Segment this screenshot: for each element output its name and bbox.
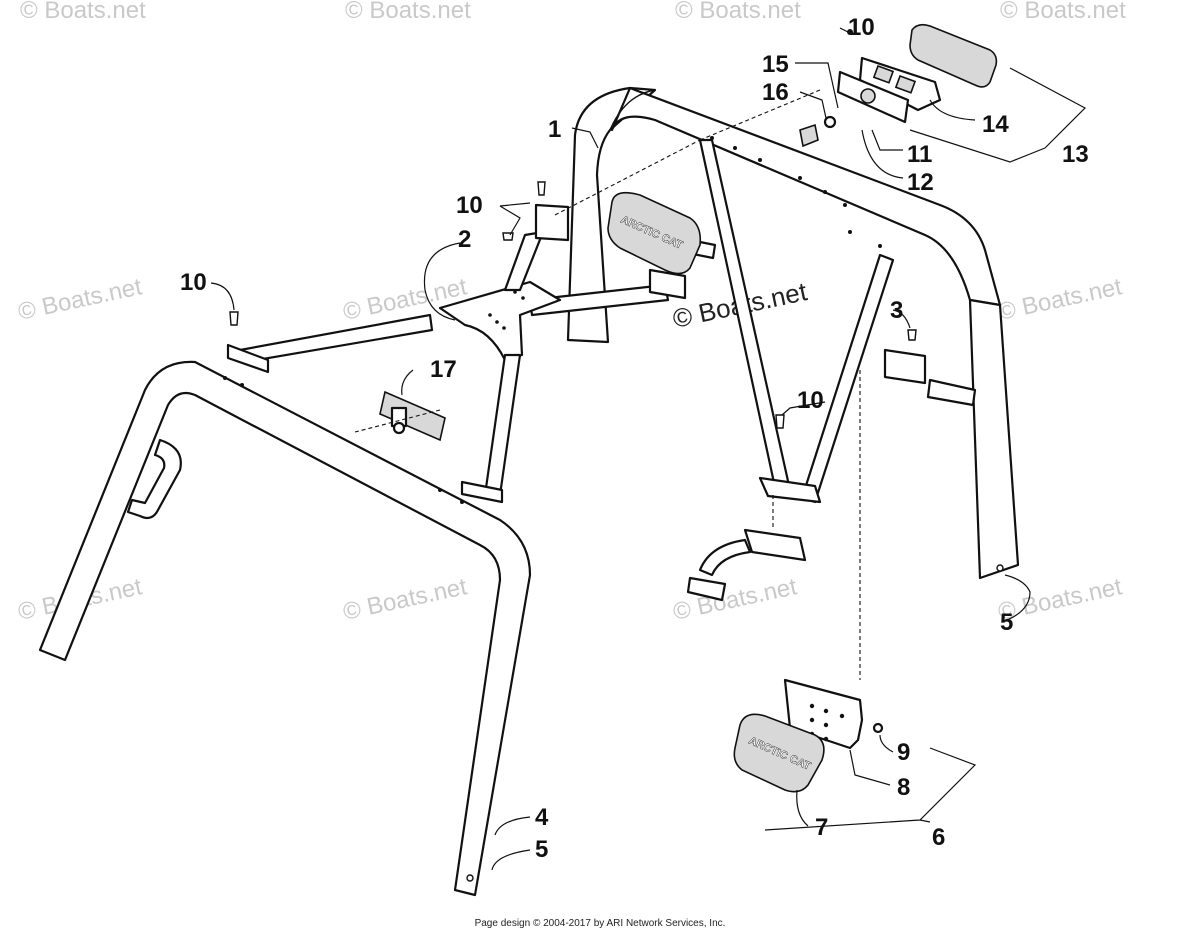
mirror [379,390,446,442]
callout-10-lower: 10 [797,387,824,414]
callout-11: 11 [907,141,932,168]
callout-3: 3 [890,297,903,324]
callout-7: 7 [815,814,828,841]
callouts: 1 2 3 4 5 5 6 7 8 9 10 10 10 10 11 12 13… [180,14,1089,863]
leader-lines [210,27,1086,871]
foot-bracket [686,528,807,602]
watermark: © Boats.net [341,573,470,626]
watermark: © Boats.net [996,573,1125,626]
dashed-guides [354,89,861,680]
badge-upper: ARCTIC CAT [607,191,702,275]
callout-5-front: 5 [535,836,548,863]
callout-5-rear: 5 [1000,609,1013,636]
watermark: © Boats.net [1000,0,1126,24]
callout-14: 14 [982,111,1009,138]
callout-1: 1 [548,116,561,143]
tail-light-assembly [799,23,998,148]
callout-15: 15 [762,51,789,78]
footer-copyright: Page design © 2004-2017 by ARI Network S… [474,918,726,929]
watermark: © Boats.net [996,273,1125,326]
callout-8: 8 [897,774,910,801]
callout-17: 17 [430,356,457,383]
callout-12: 12 [907,169,934,196]
front-roll-bar [38,360,532,897]
watermark: © Boats.net [345,0,471,24]
callout-6: 6 [932,824,945,851]
watermark: © Boats.net [20,0,146,24]
callout-13: 13 [1062,141,1089,168]
callout-9: 9 [897,739,910,766]
rear-badge-kit: ARCTIC CAT [733,678,884,793]
callout-10-top: 10 [848,14,875,41]
watermark: © Boats.net [675,0,801,24]
callout-16: 16 [762,79,789,106]
callout-2: 2 [458,226,471,253]
callout-4: 4 [535,804,549,831]
callout-10-left: 10 [180,269,207,296]
watermark: © Boats.net [341,273,470,326]
front-brace [226,203,687,504]
callout-10-brace: 10 [456,192,483,219]
rear-roll-bar [566,86,1020,580]
hardware [229,181,1004,882]
watermark: © Boats.net [16,273,145,326]
